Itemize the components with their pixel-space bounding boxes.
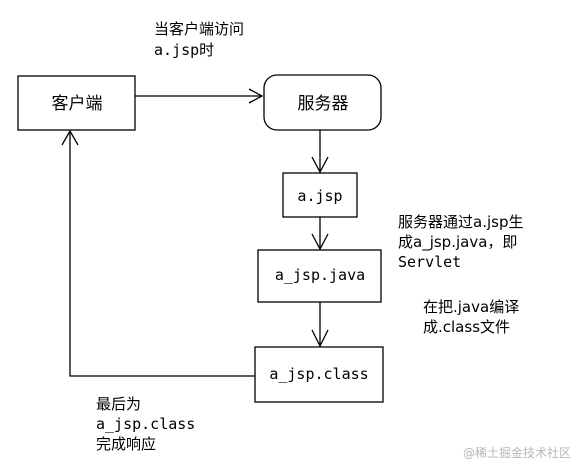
response-note-line-2: a_jsp.class [96, 415, 195, 433]
compile-note-line-1: 在把.java编译 [423, 298, 519, 316]
client-box [17, 75, 136, 131]
arrow-jsp-to-java-head [311, 233, 329, 251]
arrow-class-to-client-head [61, 129, 79, 146]
client-label: 客户端 [52, 94, 103, 114]
java-label: a_jsp.java [275, 266, 365, 284]
class-label: a_jsp.class [269, 365, 368, 383]
watermark: @稀土掘金技术社区 [463, 445, 571, 460]
translate-note-line-2: 成a_jsp.java，即 [398, 233, 517, 252]
arrow-class-to-client [69, 131, 255, 377]
request-note-line-2: a.jsp时 [154, 41, 214, 59]
translate-note-line-3: Servlet [398, 253, 461, 271]
compile-note-line-2: 成.class文件 [423, 318, 510, 336]
arrow-client-to-server-head [248, 88, 264, 104]
translate-note-line-1: 服务器通过a.jsp生 [398, 213, 523, 231]
server-label: 服务器 [298, 94, 349, 114]
class-box [254, 346, 384, 403]
arrow-server-to-jsp-head [311, 156, 329, 174]
jsp-label: a.jsp [297, 187, 342, 205]
arrow-java-to-class-head [311, 329, 329, 348]
response-note-line-1: 最后为 [96, 395, 141, 413]
response-note-line-3: 完成响应 [96, 435, 156, 453]
server-box [263, 74, 382, 131]
request-note-line-1: 当客户端访问 [154, 20, 244, 38]
